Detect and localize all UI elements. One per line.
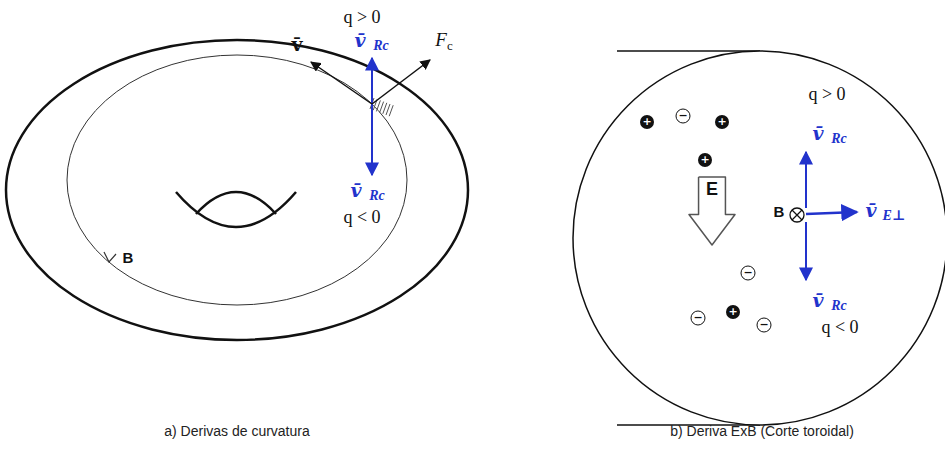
coil-turn [383, 103, 387, 114]
drift-symbol: v̄ [350, 180, 361, 201]
positive-charge [698, 153, 712, 167]
negative-charge [757, 318, 771, 332]
coil-turn [380, 102, 384, 113]
negative-charge [741, 266, 755, 280]
drift-symbol: v̄ [354, 30, 365, 51]
charge-sign: − [759, 319, 768, 331]
positive-charge [726, 305, 740, 319]
field-direction-arrow [104, 252, 116, 262]
exb-drift-arrow [806, 212, 857, 214]
field-into-page-symbol [792, 210, 802, 220]
panel-caption: a) Derivas de curvatura [164, 424, 310, 439]
charge-sign-label: q < 0 [343, 208, 380, 228]
velocity-arrow [311, 62, 372, 104]
exb-drift-subscript: E⊥ [883, 208, 906, 223]
field-label: B [774, 204, 785, 221]
negative-charge [676, 109, 690, 123]
drift-subscript: Rc [831, 131, 847, 146]
drift-arrow [371, 104, 373, 175]
panel-caption: b) Deriva ExB (Corte toroidal) [670, 424, 854, 439]
charge-sign: − [693, 312, 702, 324]
drift-subscript: Rc [369, 188, 385, 203]
charge-sign: + [717, 116, 726, 128]
force-subscript: c [447, 39, 453, 53]
drift-arrow [805, 222, 807, 280]
force-arrow [372, 60, 430, 104]
field-label: B [123, 250, 134, 267]
field-line [67, 55, 407, 305]
negative-charge [691, 311, 705, 325]
hollow-arrow-outline [689, 177, 735, 245]
exb-drift-symbol: v̄ [865, 200, 876, 221]
charge-sign-label: q > 0 [343, 8, 380, 28]
gyration-coil [370, 98, 393, 116]
coil-turn [376, 100, 380, 111]
charge-sign: + [642, 116, 651, 128]
drift-symbol: v̄ [812, 123, 823, 144]
charge-sign-label: q > 0 [808, 85, 845, 105]
drift-subscript: Rc [373, 38, 389, 53]
force-symbol: F [435, 30, 447, 51]
velocity-symbol: v̄ [291, 34, 302, 55]
positive-charge [640, 115, 654, 129]
drift-symbol: v̄ [812, 290, 823, 311]
torus [6, 40, 468, 340]
positive-charge [715, 115, 729, 129]
torus-outline [6, 40, 468, 340]
toroidal-cut [573, 51, 945, 425]
coil-turn [386, 104, 390, 115]
field-arrow: E [688, 176, 736, 246]
torus-hole [196, 192, 276, 214]
field-into-page-symbol [790, 208, 804, 222]
torus-hole [176, 192, 296, 227]
drift-subscript: Rc [831, 298, 847, 313]
charge-sign: + [728, 306, 737, 318]
coil-turn [389, 105, 393, 116]
charges [640, 109, 771, 332]
charge-sign: − [743, 267, 752, 279]
charge-sign-label: q < 0 [821, 318, 858, 338]
drift-arrow [371, 58, 373, 104]
cross-section-circle [573, 51, 945, 425]
drift-arrow [805, 152, 807, 208]
charge-sign: − [678, 110, 687, 122]
field-label: E [688, 176, 736, 200]
charge-sign: + [700, 154, 709, 166]
